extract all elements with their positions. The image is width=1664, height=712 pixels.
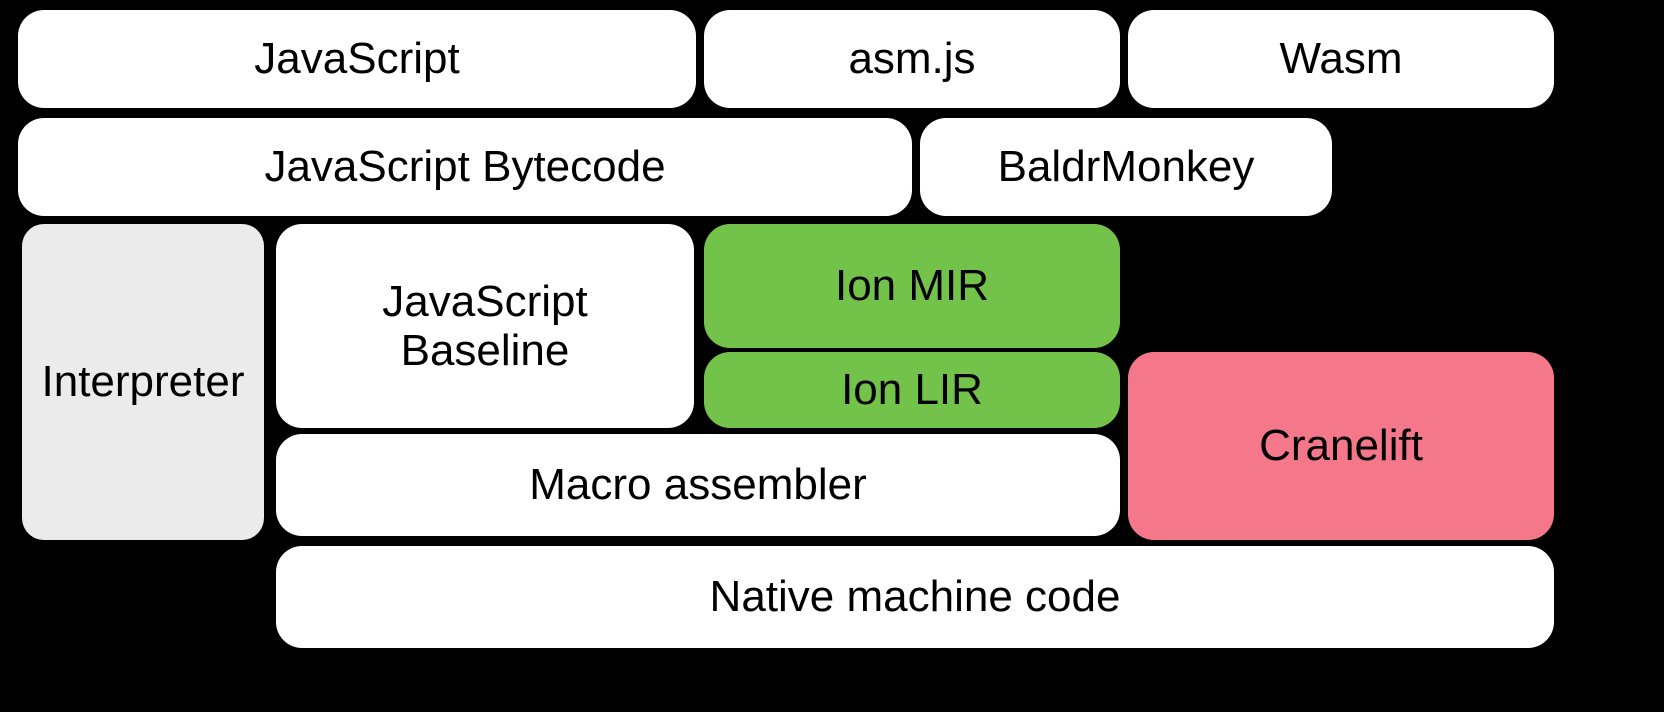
- node-javascript-baseline: JavaScript Baseline: [276, 224, 694, 428]
- node-javascript: JavaScript: [18, 10, 696, 108]
- node-javascript-bytecode: JavaScript Bytecode: [18, 118, 912, 216]
- node-wasm: Wasm: [1128, 10, 1554, 108]
- node-baldrmonkey: BaldrMonkey: [920, 118, 1332, 216]
- node-asmjs: asm.js: [704, 10, 1120, 108]
- node-ion-lir: Ion LIR: [704, 352, 1120, 428]
- node-cranelift: Cranelift: [1128, 352, 1554, 540]
- node-interpreter: Interpreter: [22, 224, 264, 540]
- node-macro-assembler: Macro assembler: [276, 434, 1120, 536]
- node-native-machine-code: Native machine code: [276, 546, 1554, 648]
- node-ion-mir: Ion MIR: [704, 224, 1120, 348]
